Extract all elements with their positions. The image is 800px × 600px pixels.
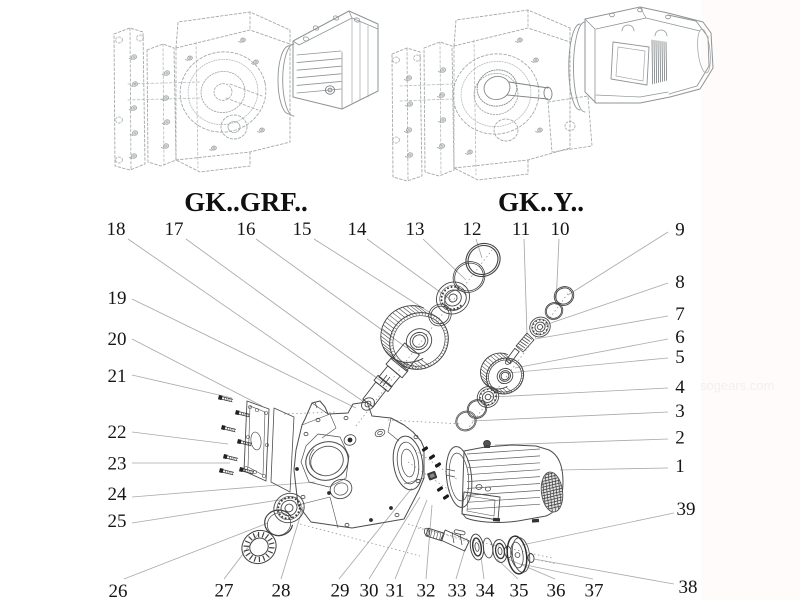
svg-text:23: 23 — [108, 454, 127, 475]
svg-text:9: 9 — [675, 220, 685, 241]
svg-text:32: 32 — [417, 581, 436, 600]
svg-text:24: 24 — [108, 484, 128, 505]
svg-text:18: 18 — [107, 219, 126, 240]
svg-text:26: 26 — [109, 581, 128, 600]
svg-text:GK..Y..: GK..Y.. — [498, 187, 584, 217]
svg-text:11: 11 — [512, 219, 530, 240]
svg-text:12: 12 — [463, 219, 482, 240]
svg-text:GK..GRF..: GK..GRF.. — [184, 187, 308, 217]
svg-text:35: 35 — [510, 581, 529, 600]
svg-text:6: 6 — [675, 327, 685, 348]
svg-text:19: 19 — [108, 288, 127, 309]
svg-text:39: 39 — [677, 499, 696, 520]
svg-text:25: 25 — [108, 511, 127, 532]
svg-text:22: 22 — [108, 422, 127, 443]
svg-text:33: 33 — [448, 581, 467, 600]
svg-text:3: 3 — [675, 401, 685, 422]
svg-text:1: 1 — [675, 456, 685, 477]
svg-text:2: 2 — [675, 428, 685, 449]
svg-text:37: 37 — [585, 581, 604, 600]
svg-text:30: 30 — [360, 581, 379, 600]
svg-text:16: 16 — [237, 219, 256, 240]
svg-text:28: 28 — [272, 581, 291, 600]
svg-text:5: 5 — [675, 347, 685, 368]
svg-text:15: 15 — [293, 219, 312, 240]
svg-text:36: 36 — [547, 581, 566, 600]
svg-text:4: 4 — [675, 377, 685, 398]
svg-text:31: 31 — [386, 581, 405, 600]
svg-text:27: 27 — [215, 581, 234, 600]
svg-text:34: 34 — [476, 581, 496, 600]
svg-text:29: 29 — [331, 581, 350, 600]
svg-text:17: 17 — [165, 219, 184, 240]
svg-text:20: 20 — [108, 329, 127, 350]
svg-text:sogears.com: sogears.com — [700, 378, 774, 393]
svg-text:14: 14 — [348, 219, 368, 240]
svg-text:7: 7 — [675, 304, 685, 325]
svg-text:13: 13 — [406, 219, 425, 240]
svg-text:21: 21 — [108, 366, 127, 387]
svg-text:10: 10 — [551, 219, 570, 240]
svg-text:38: 38 — [679, 577, 698, 598]
svg-text:8: 8 — [675, 272, 685, 293]
